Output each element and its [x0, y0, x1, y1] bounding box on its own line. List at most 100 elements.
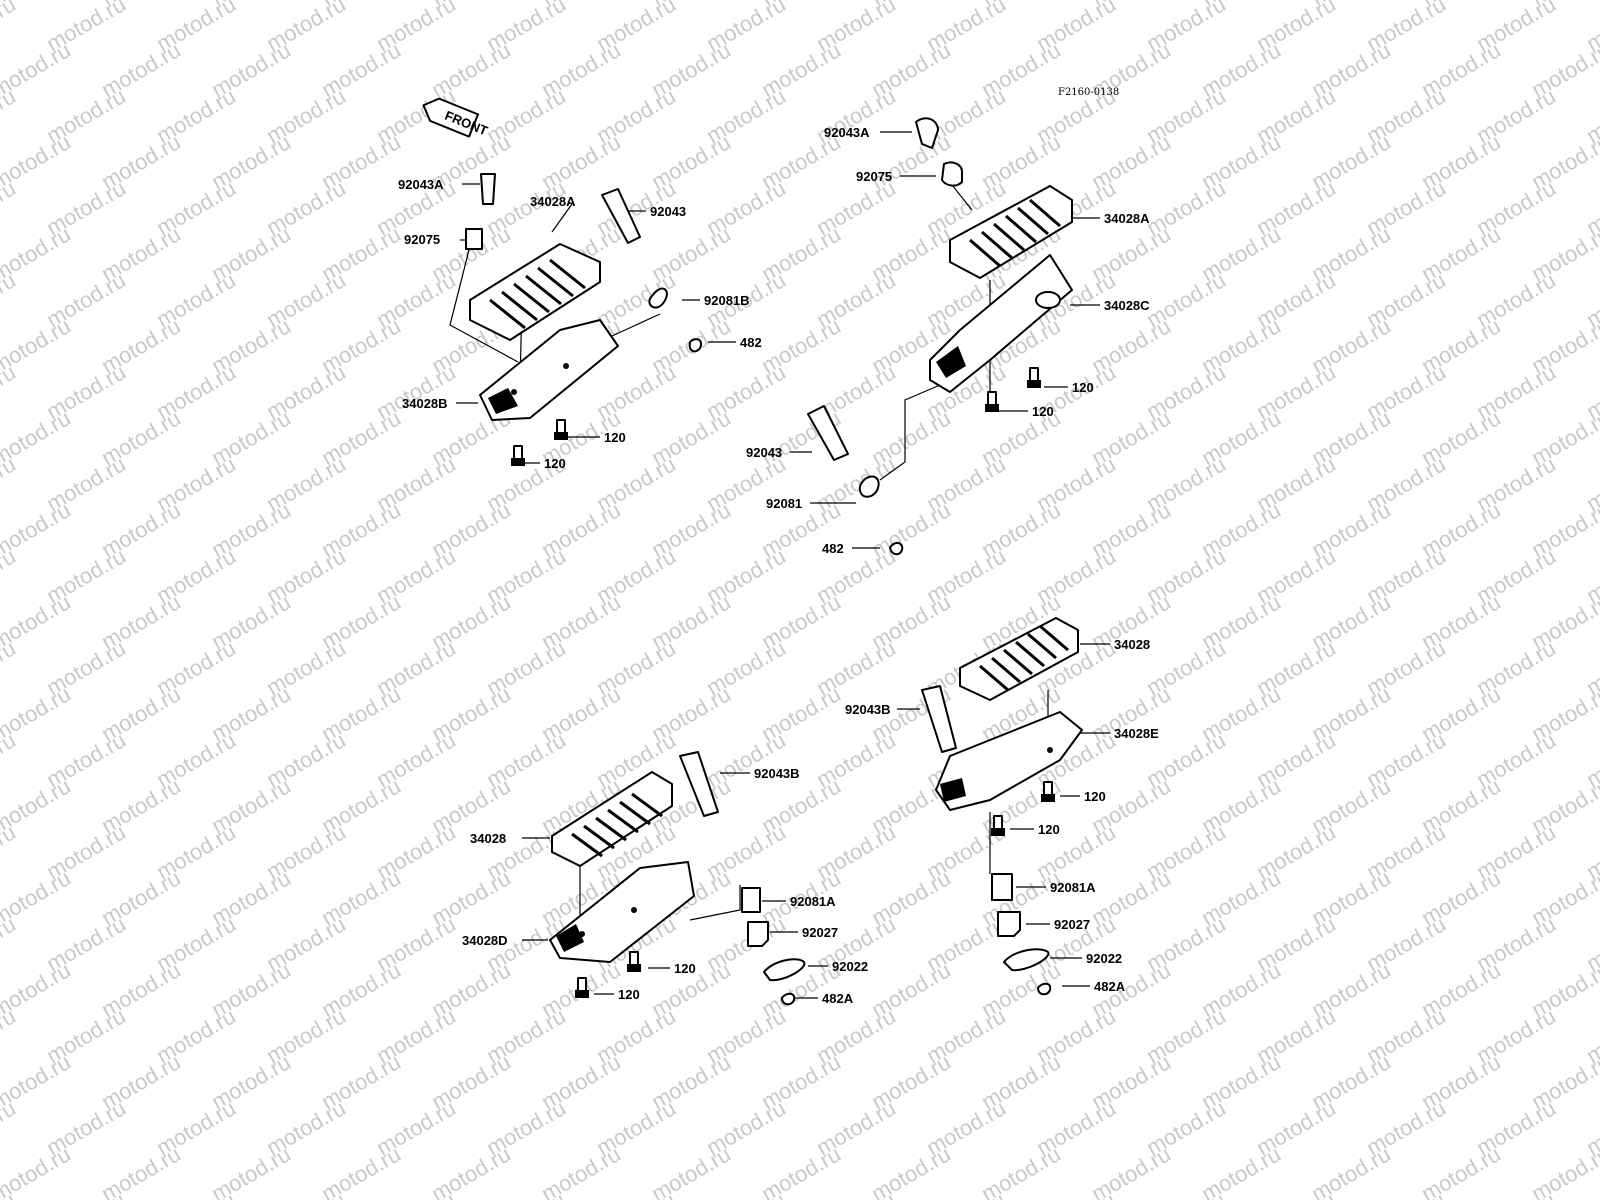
- watermark-text: motod.ru: [592, 1187, 680, 1200]
- watermark-text: motod.ru: [0, 175, 20, 240]
- watermark-text: motod.ru: [0, 359, 20, 424]
- part-label: 482: [822, 541, 844, 556]
- watermark-text: motod.ru: [0, 819, 20, 884]
- part-label: 120: [1072, 380, 1094, 395]
- part-label: 120: [674, 961, 696, 976]
- rear-right-footpeg-group: 34028 92043B 34028E 120 120 92081A 92027…: [845, 617, 1159, 996]
- part-label: 34028: [1114, 637, 1150, 652]
- part-label: 482A: [822, 991, 854, 1006]
- part-label: 482: [740, 335, 762, 350]
- clip-482: [688, 338, 702, 353]
- part-label: 34028E: [1114, 726, 1159, 741]
- part-label: 92022: [832, 959, 868, 974]
- bolt-120: [511, 445, 525, 466]
- part-label: 120: [604, 430, 626, 445]
- watermark-text: motod.ru: [0, 267, 20, 332]
- part-label: 34028A: [1104, 211, 1150, 226]
- watermark-text: motod.ru: [1142, 1187, 1230, 1200]
- part-label: 92081: [766, 496, 802, 511]
- washer-482a: [1037, 982, 1052, 996]
- part-label: 482A: [1094, 979, 1126, 994]
- spring-92081b: [648, 287, 668, 309]
- part-label: 120: [618, 987, 640, 1002]
- clip-482: [889, 542, 904, 556]
- watermark-text: motod.ru: [0, 727, 20, 792]
- watermark-text: motod.ru: [1252, 1187, 1340, 1200]
- watermark-text: motod.ru: [1032, 1187, 1120, 1200]
- footpeg-rubber-34028: [959, 617, 1079, 701]
- part-label: 92043B: [845, 702, 891, 717]
- washer-482a: [781, 992, 796, 1006]
- spring-92081: [858, 475, 880, 498]
- bolt-120: [1041, 781, 1055, 802]
- part-label: 34028C: [1104, 298, 1150, 313]
- watermark-text: motod.ru: [0, 635, 20, 700]
- watermark-text: motod.ru: [0, 83, 20, 148]
- footpeg-bracket-34028e: [935, 711, 1083, 811]
- plate-92022: [763, 958, 806, 982]
- watermark-text: motod.ru: [1362, 1187, 1450, 1200]
- footpeg-bracket-34028b: [479, 319, 619, 421]
- part-label: 92043A: [398, 177, 444, 192]
- pivot-pin-92043: [807, 405, 849, 461]
- footpeg-rubber-34028a: [949, 185, 1073, 279]
- plate-92022: [1003, 948, 1050, 972]
- figure-code: F2160-0138: [1058, 87, 1119, 98]
- pivot-pin-92043b: [679, 751, 719, 817]
- spring-92081a: [741, 887, 761, 913]
- watermark-text: motod.ru: [922, 1187, 1010, 1200]
- part-label: 92081A: [1050, 880, 1096, 895]
- bolt-120: [554, 419, 568, 440]
- watermark-text: motod.ru: [152, 1187, 240, 1200]
- part-label: 92043: [650, 204, 686, 219]
- collar-92075: [465, 228, 483, 250]
- pivot-pin-92043: [601, 188, 641, 244]
- watermark-text: motod.ru: [812, 1187, 900, 1200]
- collar-92075: [941, 161, 963, 187]
- part-label: 92022: [1086, 951, 1122, 966]
- watermark-text: motod.ru: [702, 1187, 790, 1200]
- part-label: 92027: [802, 925, 838, 940]
- watermark-text: motod.ru: [1582, 1187, 1600, 1200]
- part-label: 92043B: [754, 766, 800, 781]
- watermark-text: motod.ru: [0, 0, 20, 56]
- pivot-pin-92043b: [921, 685, 957, 753]
- watermark-text: motod.ru: [0, 1095, 20, 1160]
- watermark-text: motod.ru: [482, 1187, 570, 1200]
- bolt-120: [627, 951, 641, 972]
- watermark-text: motod.ru: [0, 543, 20, 608]
- part-label: 92081A: [790, 894, 836, 909]
- watermark-text: motod.ru: [0, 911, 20, 976]
- part-label: 34028B: [402, 396, 448, 411]
- part-label: 92027: [1054, 917, 1090, 932]
- front-left-footpeg-group: 92043A 92075 34028A 92043 92081B 482 340…: [398, 173, 762, 471]
- front-right-footpeg-group: 92043A 92075 34028A 34028C 120 120 92043…: [746, 117, 1150, 556]
- part-label: 120: [1038, 822, 1060, 837]
- part-label: 92075: [856, 169, 892, 184]
- part-label: 92081B: [704, 293, 750, 308]
- footpeg-rubber-34028: [551, 771, 673, 867]
- bolt-120: [985, 391, 999, 412]
- part-label: 92075: [404, 232, 440, 247]
- watermark-text: motod.ru: [262, 1187, 350, 1200]
- bolt-120: [991, 815, 1005, 836]
- part-label: 120: [544, 456, 566, 471]
- bolt-120: [1027, 367, 1041, 388]
- watermark-text: motod.ru: [1472, 1187, 1560, 1200]
- watermark-text: motod.ru: [0, 1003, 20, 1068]
- part-label: 34028: [470, 831, 506, 846]
- pivot-pin-92043a: [480, 173, 496, 205]
- spring-92081a: [991, 873, 1013, 901]
- part-label: 34028A: [530, 194, 576, 209]
- watermark-text: motod.ru: [0, 451, 20, 516]
- footpeg-bracket-34028d: [549, 861, 695, 963]
- bolt-120: [575, 977, 589, 998]
- footpeg-bracket-34028c: [929, 254, 1073, 393]
- footpeg-rubber-34028a: [469, 243, 601, 341]
- part-label: 120: [1032, 404, 1054, 419]
- part-label: 92043: [746, 445, 782, 460]
- stopper-92027: [747, 921, 769, 947]
- watermark-text: motod.ru: [372, 1187, 460, 1200]
- part-label: 92043A: [824, 125, 870, 140]
